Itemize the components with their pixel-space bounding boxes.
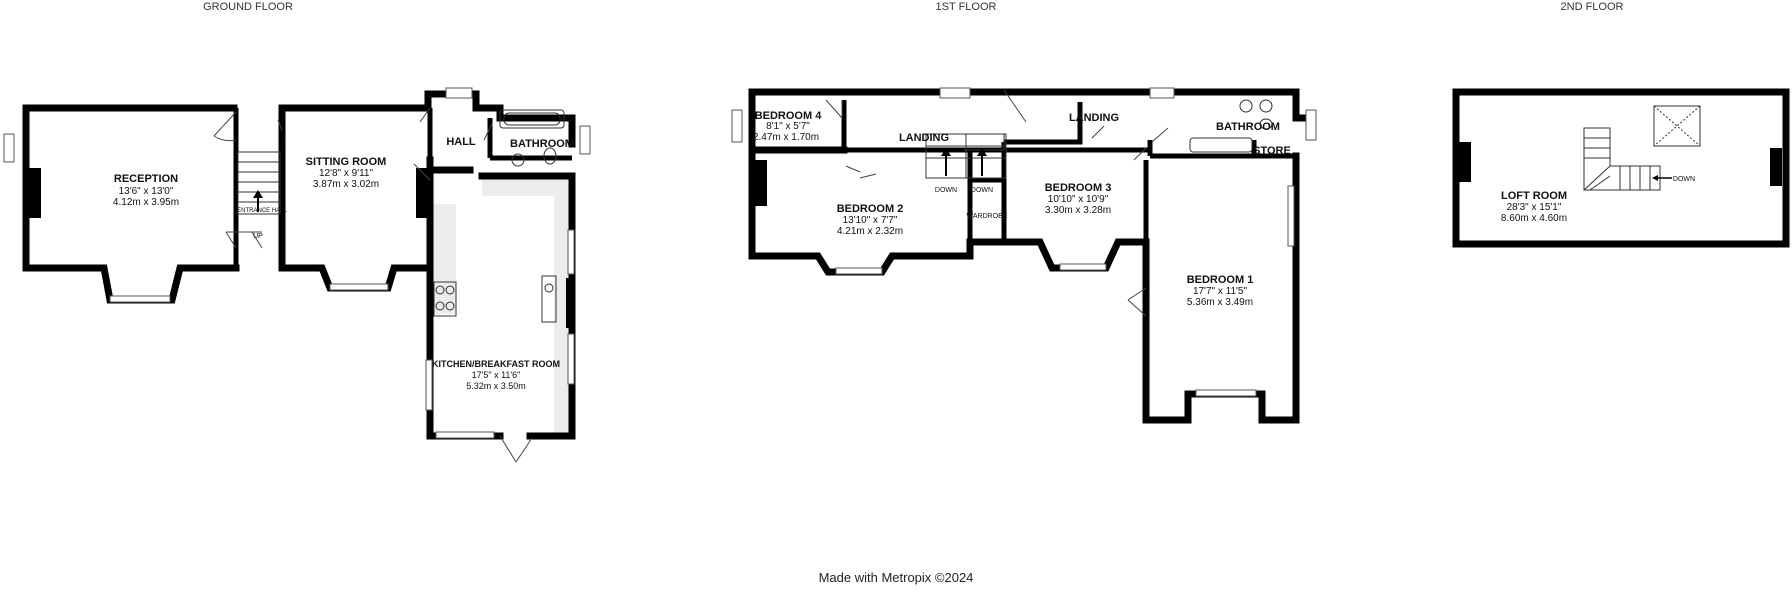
kitchen-metric: 5.32m x 3.50m [466, 381, 526, 391]
entrance-hall-label: ENTRANCE HALL [237, 208, 287, 214]
bedroom2-label: BEDROOM 2 [837, 203, 904, 215]
bedroom4-metric: 2.47m x 1.70m [753, 132, 819, 143]
loft-room-walls [1452, 88, 1790, 248]
first-bathroom-label: BATHROOM [1216, 121, 1280, 133]
bedroom3-imperial: 10'10" x 10'9" [1048, 194, 1109, 205]
first-stair-down-label-2: DOWN [971, 187, 993, 194]
skylight-icon [1653, 105, 1701, 147]
reception-imperial: 13'6" x 13'0" [119, 186, 174, 197]
bedroom1-imperial: 17'7" x 11'5" [1193, 286, 1248, 297]
ground-bathroom-label: BATHROOM [510, 138, 574, 150]
first-floor-title: 1ST FLOOR [936, 1, 997, 13]
bedroom4-imperial: 8'1" x 5'7" [766, 121, 810, 132]
kitchen-imperial: 17'5" x 11'6" [472, 370, 521, 380]
sitting-room-label: SITTING ROOM [306, 156, 387, 168]
first-floor-plan: BEDROOM 4 8'1" x 5'7" 2.47m x 1.70m LAND… [731, 87, 1317, 424]
kitchen-label: KITCHEN/BREAKFAST ROOM [432, 359, 560, 369]
second-floor-plan: LOFT ROOM 28'3" x 15'1" 8.60m x 4.60m DO… [1452, 88, 1790, 248]
wardrobe-label: WARDROBE [967, 213, 1008, 220]
bedroom2-metric: 4.21m x 2.32m [837, 226, 903, 237]
landing-a-label: LANDING [899, 132, 949, 144]
sitting-room-metric: 3.87m x 3.02m [313, 179, 379, 190]
bedroom3-metric: 3.30m x 3.28m [1045, 205, 1111, 216]
bedroom1-metric: 5.36m x 3.49m [1187, 297, 1253, 308]
ground-floor-plan: RECEPTION 13'6" x 13'0" 4.12m x 3.95m SI… [3, 87, 591, 463]
sitting-room-walls [278, 104, 432, 292]
loft-stair-down-label: DOWN [1673, 176, 1695, 183]
loft-room-imperial: 28'3" x 15'1" [1507, 202, 1562, 213]
footer-credit: Made with Metropix ©2024 [819, 570, 974, 585]
ground-stair-up-label: UP [253, 233, 263, 240]
landing-b-label: LANDING [1069, 112, 1119, 124]
first-stair-down-label-1: DOWN [935, 187, 957, 194]
bedroom4-label: BEDROOM 4 [755, 110, 823, 122]
reception-label: RECEPTION [114, 173, 178, 185]
sitting-room-imperial: 12'8" x 9'11" [319, 168, 374, 179]
hall-label: HALL [446, 136, 476, 148]
store-label: STORE [1253, 145, 1291, 157]
hall-walls [424, 90, 576, 148]
second-floor-title: 2ND FLOOR [1561, 1, 1624, 13]
ground-floor-title: GROUND FLOOR [203, 1, 293, 13]
loft-room-label: LOFT ROOM [1501, 190, 1567, 202]
reception-metric: 4.12m x 3.95m [113, 197, 179, 208]
bedroom3-label: BEDROOM 3 [1045, 182, 1112, 194]
bedroom2-imperial: 13'10" x 7'7" [843, 215, 898, 226]
bedroom1-label: BEDROOM 1 [1187, 274, 1254, 286]
loft-room-metric: 8.60m x 4.60m [1501, 213, 1567, 224]
